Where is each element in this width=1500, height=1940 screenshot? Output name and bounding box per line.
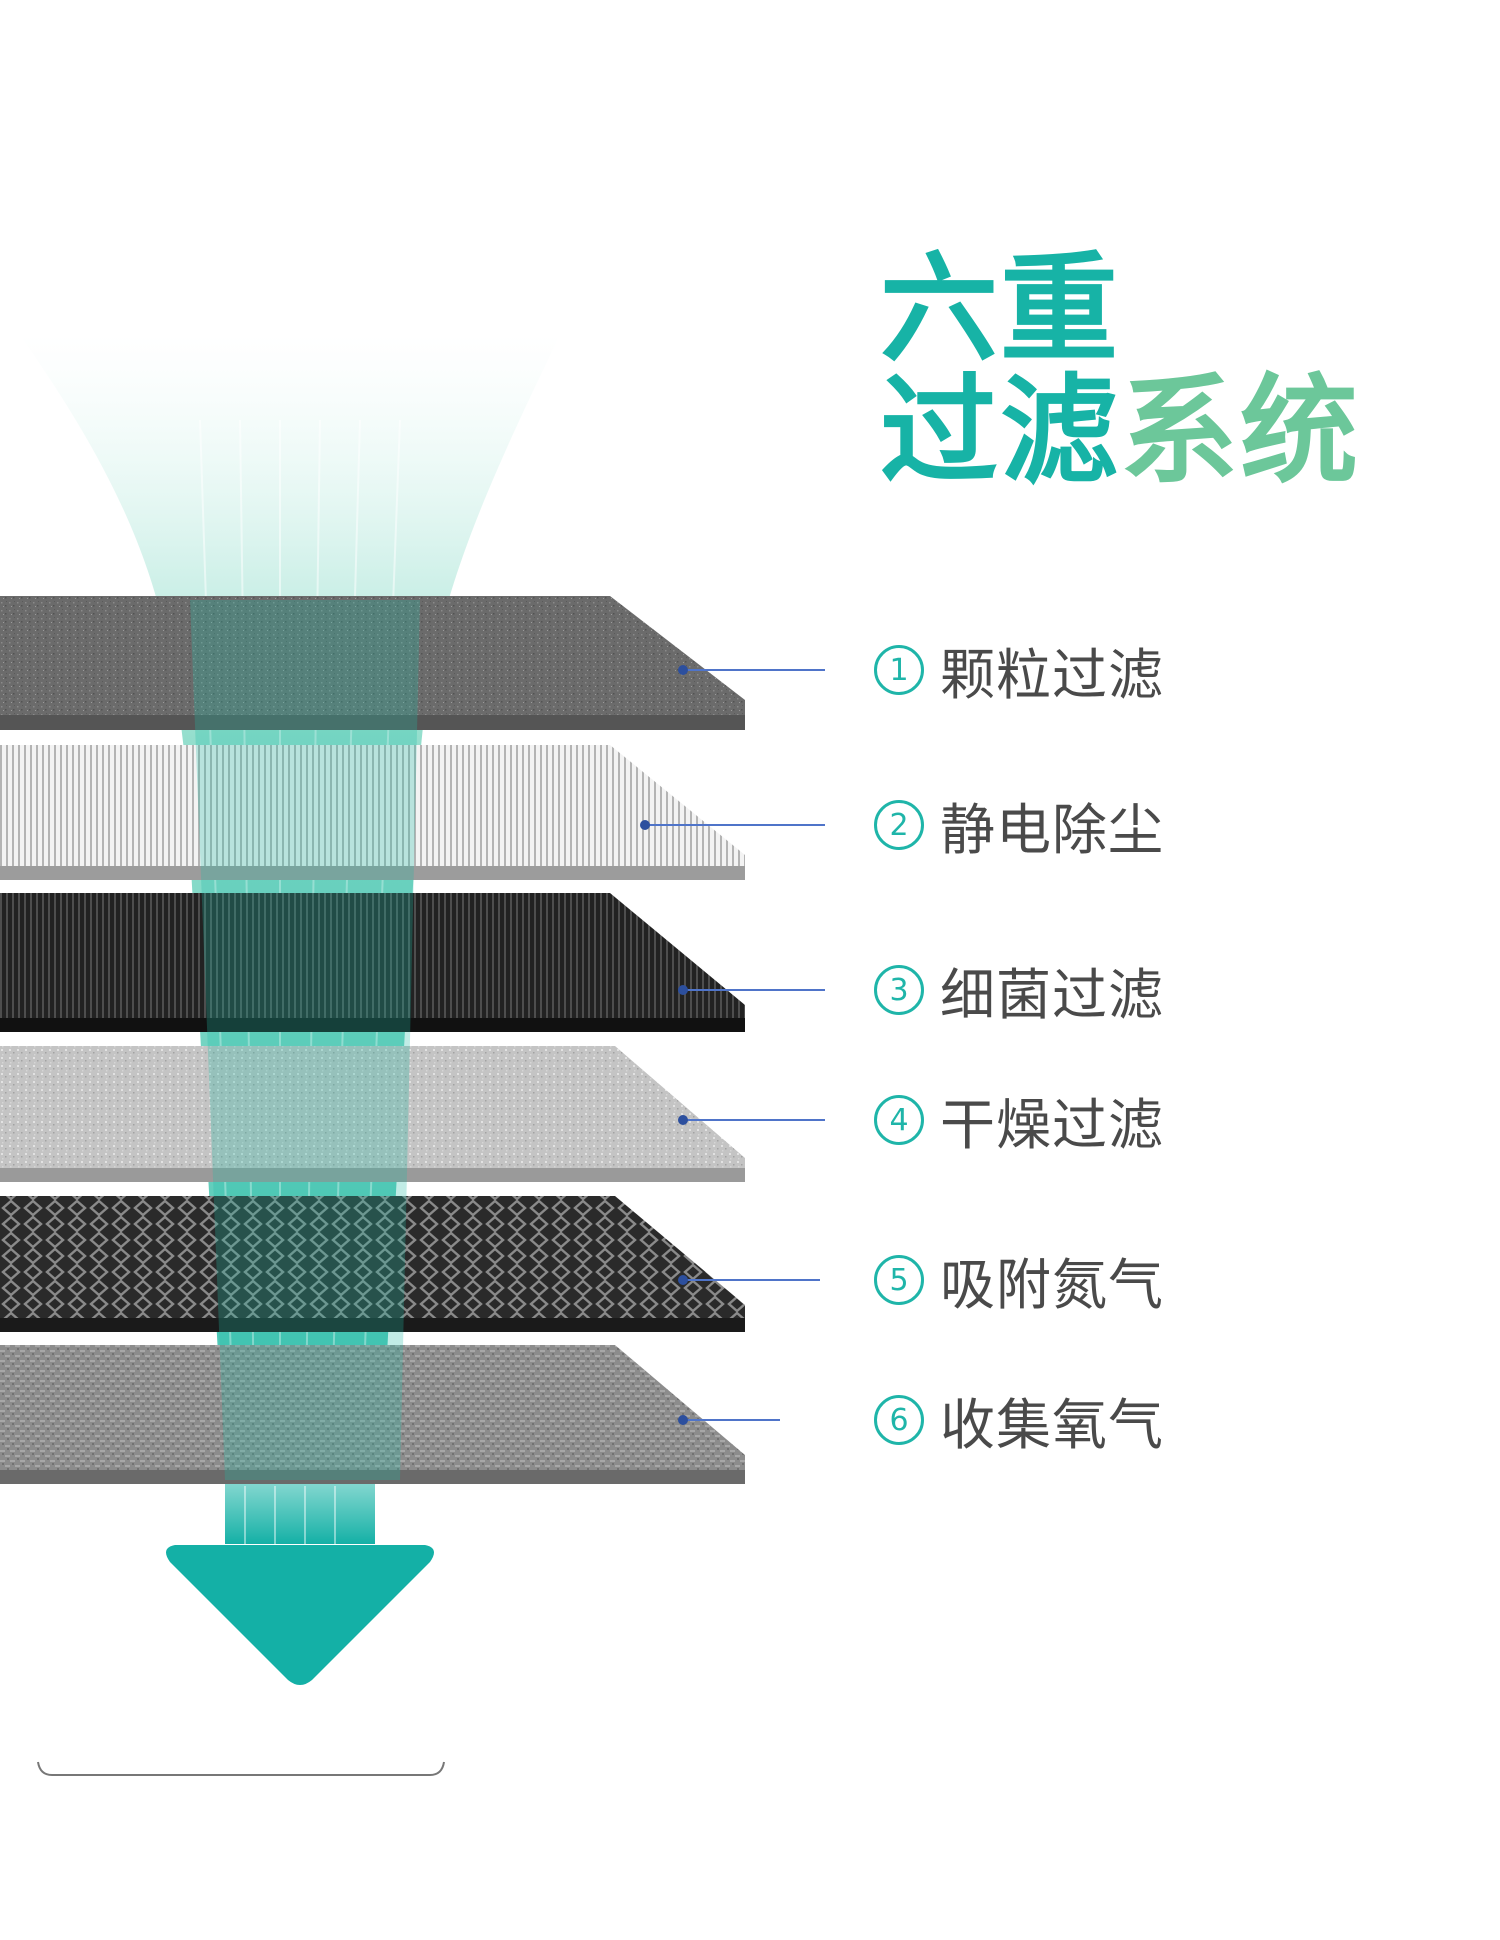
filter-item-1: 1 颗粒过滤 — [874, 635, 1164, 707]
filter-layer-6-sheet — [0, 1345, 745, 1484]
down-arrow-icon — [166, 1484, 434, 1685]
filter-item-3: 3 细菌过滤 — [874, 955, 1164, 1027]
filter-layer-3-sheet — [0, 893, 745, 1032]
filter-number-badge-3: 3 — [874, 965, 924, 1015]
filter-item-4: 4 干燥过滤 — [874, 1085, 1164, 1157]
filter-layer-2-sheet — [0, 745, 745, 880]
filter-label-5: 吸附氮气 — [940, 1253, 1165, 1317]
filter-number-badge-2: 2 — [874, 800, 924, 850]
filter-layer-1-sheet — [0, 596, 745, 730]
filter-item-5: 5 吸附氮气 — [874, 1245, 1164, 1317]
title-word-filter: 过滤 — [880, 362, 1121, 500]
airflow-beam-overlay — [190, 600, 420, 1480]
filter-item-6: 6 收集氧气 — [874, 1385, 1164, 1457]
filter-label-3: 细菌过滤 — [940, 963, 1165, 1027]
filter-number-badge-1: 1 — [874, 645, 924, 695]
filter-label-2: 静电除尘 — [940, 798, 1165, 862]
leader-lines — [640, 665, 825, 1425]
filter-item-2: 2 静电除尘 — [874, 790, 1164, 862]
page-title-line-1: 六重 — [880, 250, 1120, 368]
filter-label-4: 干燥过滤 — [940, 1093, 1165, 1157]
filter-label-1: 颗粒过滤 — [940, 643, 1165, 707]
filter-layer-5-sheet — [0, 1196, 745, 1332]
page-title-line-2: 过滤系统 — [880, 372, 1360, 490]
filter-number-badge-4: 4 — [874, 1095, 924, 1145]
base-bracket — [37, 1761, 445, 1776]
filter-layer-4-sheet — [0, 1046, 745, 1182]
title-word-six-fold: 六重 — [880, 240, 1121, 378]
filter-label-6: 收集氧气 — [940, 1393, 1165, 1457]
filter-number-badge-6: 6 — [874, 1395, 924, 1445]
title-word-system: 系统 — [1120, 362, 1361, 500]
filter-number-badge-5: 5 — [874, 1255, 924, 1305]
